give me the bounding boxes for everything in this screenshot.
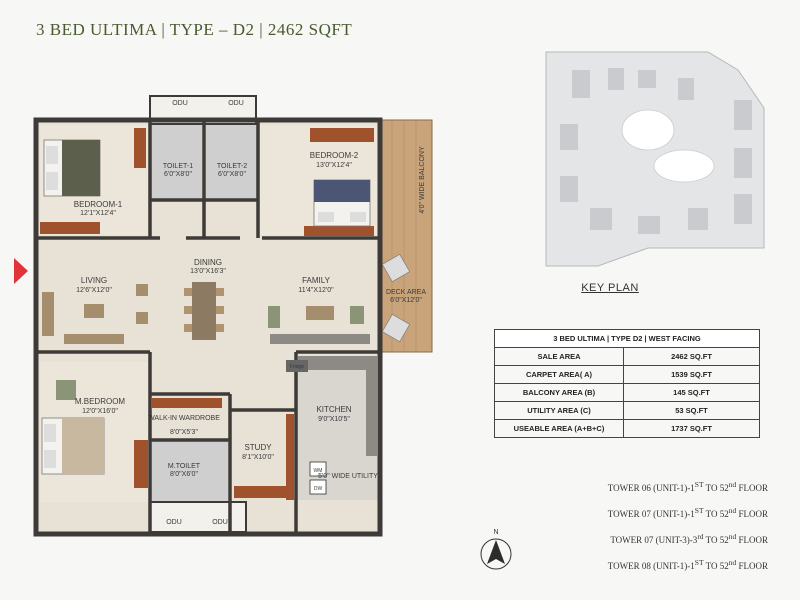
toilet1-size: 6'0"X8'0"	[164, 171, 192, 178]
tower-item: TOWER 07 (UNIT-1)-1ST TO 52nd FLOOR	[607, 506, 768, 519]
row-label: CARPET AREA( A)	[494, 365, 624, 384]
deck-size: 6'0"X12'0"	[390, 297, 422, 304]
wardrobe-size: 8'0"X5'3"	[170, 429, 198, 436]
tower-item: TOWER 06 (UNIT-1)-1ST TO 52nd FLOOR	[607, 480, 768, 493]
tower-item: TOWER 08 (UNIT-1)-1ST TO 52nd FLOOR	[607, 558, 768, 571]
balcony-label: 4'0" WIDE BALCONY	[419, 146, 426, 214]
table-row: USEABLE AREA (A+B+C)1737 SQ.FT	[494, 419, 760, 438]
deck-chair-icon	[381, 253, 411, 343]
bedroom2-label: BEDROOM-2	[310, 151, 359, 160]
deck-label: DECK AREA	[386, 289, 426, 296]
row-label: SALE AREA	[494, 347, 624, 366]
table-row: BALCONY AREA (B)145 SQ.FT	[494, 383, 760, 402]
study-size: 8'1"X10'0"	[242, 454, 274, 461]
row-label: UTILITY AREA (C)	[494, 401, 624, 420]
tower-list: TOWER 06 (UNIT-1)-1ST TO 52nd FLOOR TOWE…	[578, 472, 768, 576]
utility-label: 5'0" WIDE UTILITY	[318, 473, 378, 480]
mtoilet-label: M.TOILET	[168, 463, 201, 470]
row-value: 2462 SQ.FT	[623, 347, 760, 366]
family-sofa-icon	[268, 306, 370, 344]
living-size: 12'6"X12'0"	[76, 287, 112, 294]
toilet2-size: 6'0"X8'0"	[218, 171, 246, 178]
wardrobe-label: WALK-IN WARDROBE	[148, 415, 220, 422]
armchair-icon	[56, 380, 76, 400]
row-value: 1737 SQ.FT	[623, 419, 760, 438]
bedroom1-size: 12'1"X12'4"	[80, 210, 116, 217]
table-row: UTILITY AREA (C)53 SQ.FT	[494, 401, 760, 420]
toilet1-label: TOILET-1	[163, 163, 193, 170]
living-sofa-icon	[42, 284, 148, 344]
mbedroom-size: 12'0"X16'0"	[82, 408, 118, 415]
north-compass-icon: N	[480, 529, 512, 570]
row-value: 53 SQ.FT	[623, 401, 760, 420]
key-plan-title: KEY PLAN	[581, 282, 639, 294]
area-table-header: 3 BED ULTIMA | TYPE D2 | WEST FACING	[494, 329, 760, 348]
bed-master-icon	[41, 417, 105, 475]
row-label: BALCONY AREA (B)	[494, 383, 624, 402]
toilet2-label: TOILET-2	[217, 163, 247, 170]
bed-1-icon	[43, 139, 101, 197]
dishwasher-icon	[309, 479, 327, 495]
table-row: CARPET AREA( A)1539 SQ.FT	[494, 365, 760, 384]
odu-label-3: ODU	[166, 519, 182, 526]
key-plan-map	[545, 51, 765, 267]
fridge-label: Fridge	[290, 364, 304, 370]
dining-size: 13'0"X16'3"	[190, 268, 226, 275]
entrance-arrow-icon	[14, 258, 28, 284]
family-size: 11'4"X12'0"	[298, 287, 334, 294]
row-value: 145 SQ.FT	[623, 383, 760, 402]
wm-label: WM	[314, 468, 323, 474]
kitchen-size: 9'0"X10'5"	[318, 416, 350, 423]
bedroom2-size: 13'0"X12'4"	[316, 162, 352, 169]
dining-table-icon	[184, 282, 224, 340]
svg-text:N: N	[493, 529, 498, 536]
row-value: 1539 SQ.FT	[623, 365, 760, 384]
bedroom1-label: BEDROOM-1	[74, 200, 123, 209]
odu-label-2: ODU	[228, 100, 244, 107]
fridge-icon	[286, 360, 308, 372]
dw-label: DW	[314, 486, 323, 492]
row-label: USEABLE AREA (A+B+C)	[494, 419, 624, 438]
kitchen-label: KITCHEN	[316, 405, 351, 414]
study-label: STUDY	[244, 443, 272, 452]
washing-machine-icon	[309, 461, 327, 477]
odu-label-1: ODU	[172, 100, 188, 107]
mtoilet-size: 8'0"X6'0"	[170, 471, 198, 478]
bed-2-icon	[313, 179, 371, 227]
odu-label-4: ODU	[212, 519, 228, 526]
family-label: FAMILY	[302, 276, 331, 285]
floor-plan: BEDROOM-1 12'1"X12'4" TOILET-1 6'0"X8'0"…	[33, 95, 433, 537]
mbedroom-label: M.BEDROOM	[75, 397, 126, 406]
area-table: 3 BED ULTIMA | TYPE D2 | WEST FACING SAL…	[494, 329, 760, 438]
dining-label: DINING	[194, 258, 222, 267]
living-label: LIVING	[81, 276, 107, 285]
tower-item: TOWER 07 (UNIT-3)-3rd TO 52nd FLOOR	[610, 532, 768, 545]
page-title: 3 BED ULTIMA | TYPE – D2 | 2462 SQFT	[36, 20, 353, 39]
balcony-floor	[380, 120, 432, 352]
